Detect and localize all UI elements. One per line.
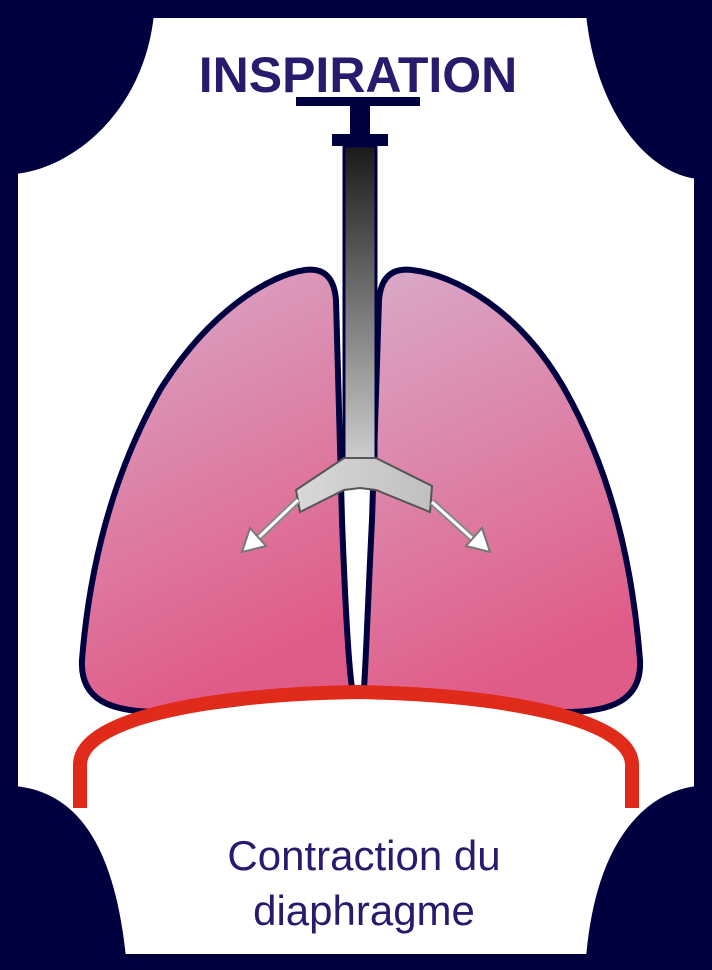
diagram-title: INSPIRATION — [199, 47, 518, 103]
trachea-collar — [332, 134, 388, 146]
caption-line-1: Contraction du — [227, 832, 500, 879]
trachea — [344, 146, 376, 464]
trachea-neck — [350, 104, 370, 136]
caption-line-2: diaphragme — [253, 887, 475, 934]
